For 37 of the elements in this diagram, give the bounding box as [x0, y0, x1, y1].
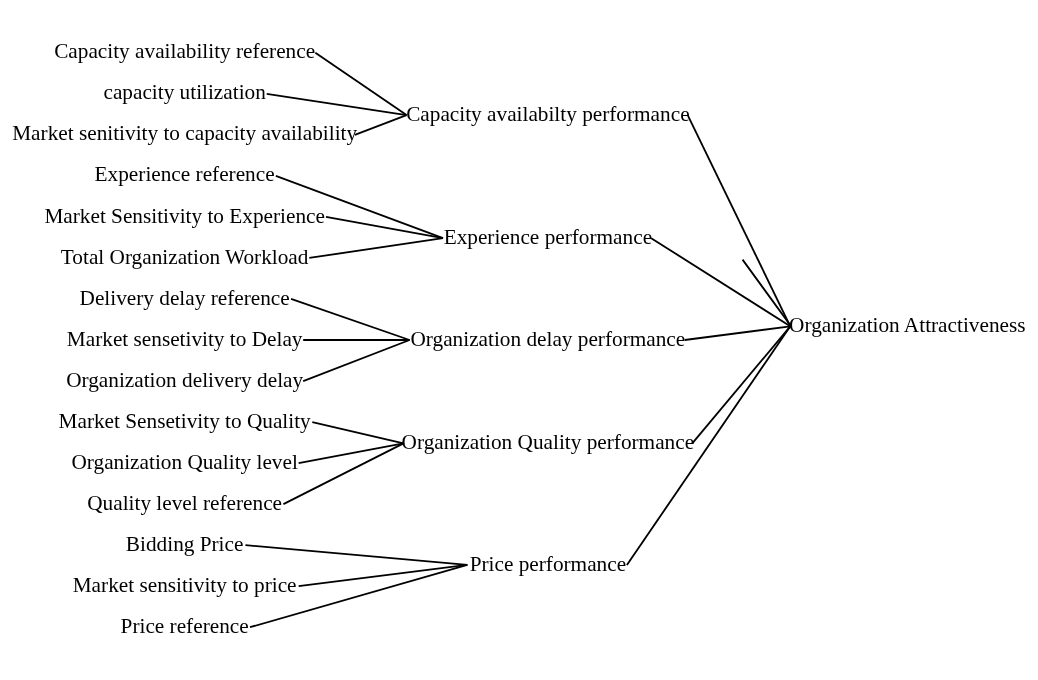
node-text: Bidding Price: [125, 531, 244, 556]
connector: [282, 442, 405, 506]
connector: [290, 298, 411, 341]
connector: [274, 174, 444, 240]
connector: [353, 114, 408, 136]
node-text: Organization delay performance: [410, 326, 686, 351]
node-text: Quality level reference: [87, 490, 283, 515]
node-text: Capacity availabilty performance: [406, 101, 690, 126]
node-text: Capacity availability reference: [54, 39, 316, 64]
node-text: Organization Attractiveness: [789, 312, 1026, 337]
node-text: Organization Quality level: [71, 449, 298, 474]
connector: [626, 325, 792, 566]
node-text: Market Sensetivity to Quality: [58, 408, 311, 433]
node-text: Market senitivity to capacity availability: [12, 121, 358, 146]
node-text: Total Organization Workload: [60, 244, 309, 269]
connector: [249, 564, 469, 629]
connector: [325, 216, 444, 240]
node-text: Market sensetivity to Delay: [66, 326, 303, 351]
connector: [314, 51, 408, 116]
node-text: Market Sensitivity to Experience: [44, 203, 325, 228]
node-text: Organization Quality performance: [401, 429, 695, 454]
connector: [686, 114, 792, 328]
node-text: Experience reference: [94, 162, 275, 187]
node-text: Price reference: [120, 613, 249, 638]
node-text: Experience performance: [443, 224, 653, 249]
connector: [683, 325, 792, 341]
node-text: Price performance: [469, 551, 627, 576]
node-text: Organization delivery delay: [66, 367, 304, 392]
connector: [265, 92, 408, 116]
node-text: Market sensitivity to price: [72, 572, 297, 597]
connector: [302, 339, 411, 382]
connector: [308, 237, 444, 259]
node-text: capacity utilization: [103, 80, 266, 105]
connector: [302, 339, 411, 341]
node-text: Delivery delay reference: [79, 285, 290, 310]
connector: [650, 237, 792, 328]
connector: [311, 421, 405, 445]
